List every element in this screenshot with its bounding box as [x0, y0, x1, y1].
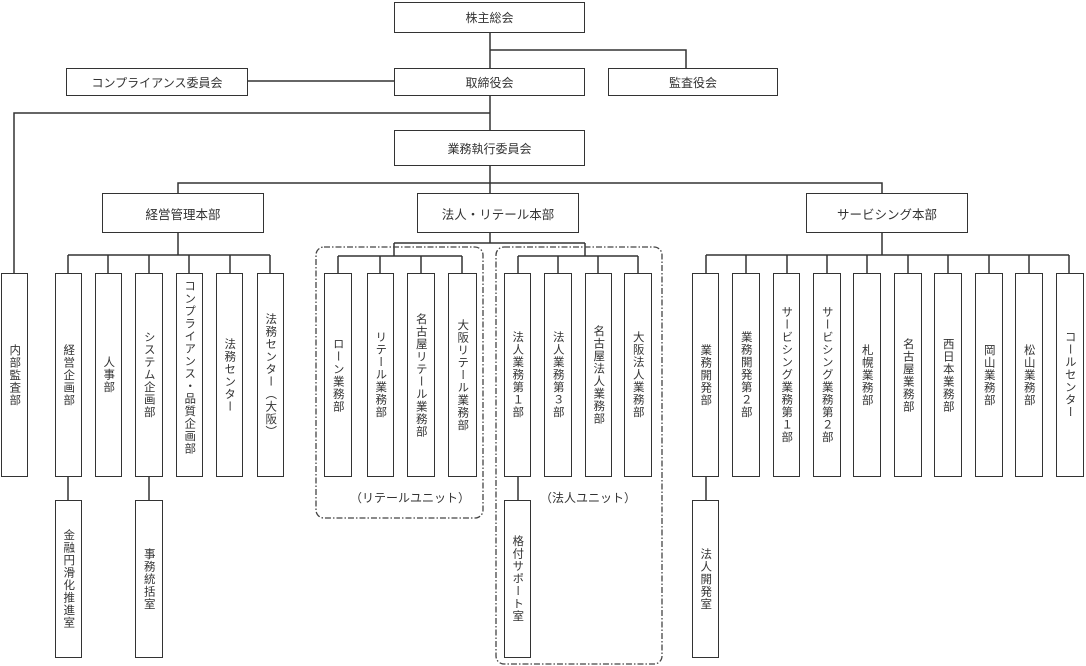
connector	[13, 112, 490, 273]
department-box: 法人業務第１部	[504, 273, 531, 477]
department-box: 法務センター	[216, 273, 243, 477]
department-box: 人事部	[95, 273, 122, 477]
department-box: 札幌業務部	[853, 273, 881, 477]
department-label: 法務センター（大阪）	[264, 312, 279, 438]
division-label: 経営管理本部	[145, 206, 221, 222]
department-box: サービシング業務第２部	[813, 273, 841, 477]
department-label: サービシング業務第２部	[820, 306, 835, 444]
department-label: 業務開発部	[699, 343, 714, 407]
board-of-directors-label: 取締役会	[465, 75, 514, 90]
shareholders-meeting-box: 株主総会	[394, 2, 585, 33]
connector	[177, 182, 883, 193]
department-label: 名古屋業務部	[901, 337, 916, 413]
department-label: サービシング業務第１部	[780, 306, 795, 444]
department-box: 経営企画部	[55, 273, 82, 477]
department-box: サービシング業務第１部	[773, 273, 800, 477]
sub-office-box: 事務統括室	[135, 500, 163, 658]
retail-unit-frame	[315, 246, 484, 519]
division-corporate-retail-box: 法人・リテール本部	[417, 193, 579, 233]
department-label: 名古屋リテール業務部	[414, 312, 429, 438]
corporate-unit-frame	[495, 246, 663, 665]
department-label: 名古屋法人業務部	[592, 325, 607, 425]
executive-committee-label: 業務執行委員会	[447, 141, 532, 156]
department-box: 西日本業務部	[934, 273, 962, 477]
sub-office-box: 法人開発室	[692, 500, 719, 658]
department-box: 名古屋法人業務部	[585, 273, 612, 477]
department-box: 業務開発第２部	[732, 273, 760, 477]
department-label: 法人業務第１部	[511, 331, 526, 419]
auditors-board-label: 監査役会	[668, 75, 717, 90]
shareholders-meeting-label: 株主総会	[465, 11, 514, 25]
compliance-committee-box: コンプライアンス委員会	[66, 68, 248, 96]
department-label: コンプライアンス・品質企画部	[183, 280, 198, 455]
department-box: システム企画部	[135, 273, 163, 477]
sub-office-label: 事務統括室	[142, 547, 157, 611]
internal-audit-box: 内部監査部	[1, 273, 28, 477]
department-label: ローン業務部	[331, 337, 346, 413]
sub-office-label: 金融円滑化推進室	[62, 529, 77, 629]
sub-office-label: 格付サポート室	[511, 535, 526, 623]
department-label: 松山業務部	[1022, 343, 1037, 407]
department-label: 法務センター	[223, 337, 238, 413]
sub-office-label: 法人開発室	[699, 547, 714, 611]
division-servicing-box: サービシング本部	[806, 193, 968, 233]
department-label: システム企画部	[142, 331, 157, 419]
division-label: 法人・リテール本部	[441, 206, 555, 222]
department-label: 西日本業務部	[941, 337, 956, 413]
department-box: 法人業務第３部	[544, 273, 572, 477]
sub-office-box: 格付サポート室	[504, 500, 531, 658]
retail-unit-label: （リテールユニット）	[350, 491, 471, 505]
department-box: 名古屋リテール業務部	[407, 273, 435, 477]
department-label: リテール業務部	[374, 331, 389, 419]
auditors-board-box: 監査役会	[608, 68, 778, 96]
department-box: 松山業務部	[1015, 273, 1043, 477]
department-label: 大阪法人業務部	[631, 331, 646, 419]
department-label: 経営企画部	[62, 343, 77, 407]
corporate-unit-label: （法人ユニット）	[540, 491, 637, 505]
department-box: コールセンター	[1056, 273, 1084, 477]
division-label: サービシング本部	[836, 206, 937, 222]
department-label: 内部監査部	[8, 343, 23, 407]
compliance-committee-label: コンプライアンス委員会	[91, 75, 223, 90]
sub-office-box: 金融円滑化推進室	[55, 500, 82, 658]
connector	[490, 49, 687, 68]
executive-committee-box: 業務執行委員会	[394, 130, 585, 166]
department-box: 業務開発部	[692, 273, 719, 477]
department-box: 大阪リテール業務部	[448, 273, 477, 477]
department-box: 岡山業務部	[975, 273, 1003, 477]
department-box: 名古屋業務部	[894, 273, 922, 477]
department-box: 法務センター（大阪）	[257, 273, 284, 477]
department-label: 岡山業務部	[982, 343, 997, 407]
department-box: ローン業務部	[324, 273, 352, 477]
board-of-directors-box: 取締役会	[394, 68, 585, 96]
department-label: コールセンター	[1063, 331, 1078, 419]
department-box: 大阪法人業務部	[624, 273, 652, 477]
department-label: 人事部	[102, 356, 117, 394]
department-box: コンプライアンス・品質企画部	[176, 273, 203, 477]
department-label: 大阪リテール業務部	[456, 318, 471, 432]
department-box: リテール業務部	[367, 273, 394, 477]
division-management-box: 経営管理本部	[102, 193, 264, 233]
department-label: 業務開発第２部	[739, 331, 754, 419]
department-label: 札幌業務部	[860, 343, 875, 407]
department-label: 法人業務第３部	[551, 331, 566, 419]
